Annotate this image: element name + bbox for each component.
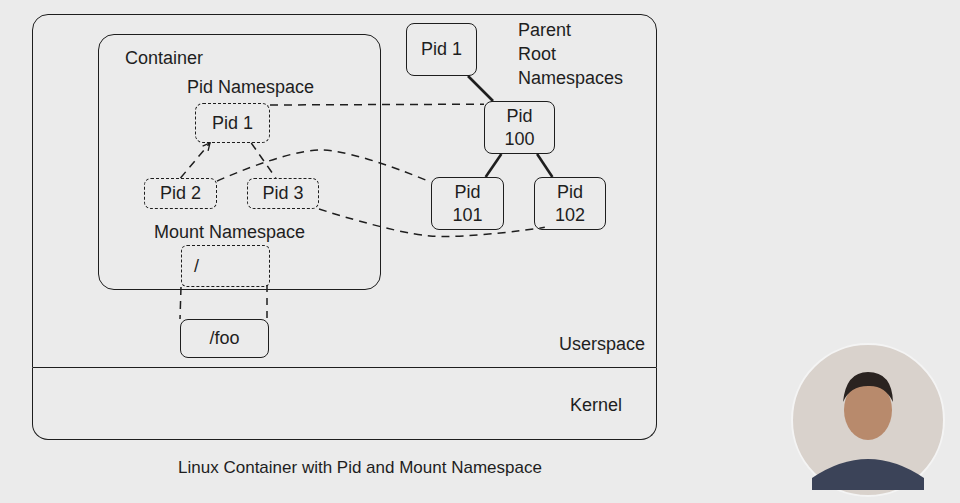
userspace-band: UserspaceContainerPid 1Pid 2Pid 3/Pid 1P… [32, 14, 657, 368]
pid-box: Pid 1 [406, 23, 477, 76]
namespace-mapping-line [270, 103, 484, 105]
namespace-mapping-line [319, 209, 545, 237]
process-tree-line [486, 154, 502, 177]
node-text: Pid 102 [550, 181, 590, 227]
namespace-label: Mount Namespace [154, 220, 334, 244]
namespace-mapping-line [180, 287, 181, 319]
pid-box: Pid 2 [144, 178, 217, 209]
process-tree-line [468, 76, 493, 101]
pid-box: Pid 102 [534, 177, 606, 230]
pid-box: Pid 100 [484, 101, 555, 154]
namespace-label: Parent Root Namespaces [518, 18, 602, 90]
node-text: /foo [209, 327, 239, 350]
pid-box: Pid 1 [195, 103, 270, 143]
namespace-mapping-line [217, 150, 431, 182]
presenter-webcam [792, 344, 944, 496]
node-text: Pid 101 [448, 181, 488, 227]
node-text: Pid 2 [160, 182, 201, 205]
node-text: Kernel [570, 394, 622, 417]
webcam-frame [792, 344, 944, 496]
webcam-shoulders [812, 459, 924, 490]
namespace-mapping-line [181, 143, 211, 178]
node-text: Pid 1 [212, 112, 253, 135]
node-text: Pid 3 [262, 182, 303, 205]
namespace-mapping-line [251, 143, 276, 178]
container-box: ContainerPid 1 Pid 2 Pid 3 / [98, 34, 381, 290]
kernel-band: Kernel [32, 368, 657, 440]
process-tree-line [537, 154, 552, 177]
pid-box: Pid 101 [431, 177, 504, 230]
diagram-caption: Linux Container with Pid and Mount Names… [178, 457, 542, 479]
namespace-label: Pid Namespace [187, 75, 347, 99]
node-text: / [194, 255, 199, 278]
node-text: Container [125, 47, 203, 70]
webcam-hair [843, 372, 893, 402]
webcam-face [844, 380, 892, 440]
host-dir-box: /foo [180, 319, 269, 358]
node-text: Pid 100 [500, 105, 540, 151]
node-text: Userspace [559, 333, 645, 356]
node-text: Pid 1 [421, 38, 462, 61]
pid-box: Pid 3 [247, 178, 319, 209]
mount-root-box: / [181, 245, 270, 287]
